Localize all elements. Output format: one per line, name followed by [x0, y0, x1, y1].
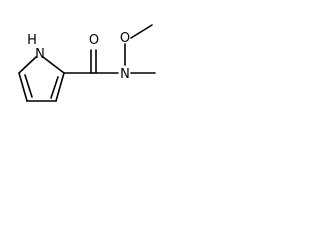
bond-c2-c3: [55, 72, 65, 102]
atom-label-n-ring: N: [35, 47, 45, 62]
bond-c4-c5: [18, 72, 28, 102]
bond-c4-c5-inner: [24, 74, 33, 98]
bond-methoxy-methyl: [130, 24, 153, 39]
atom-label-h: H: [27, 33, 37, 48]
chemical-structure: H N O N O: [18, 24, 156, 102]
bond-n1-c2: [42, 56, 65, 74]
atom-label-o-methoxy: O: [120, 31, 130, 46]
atom-label-o-carbonyl: O: [89, 33, 99, 48]
atom-label-n-amide: N: [120, 67, 130, 82]
bond-c5-n1: [18, 56, 37, 74]
bond-c2-c3-inner: [50, 76, 59, 99]
